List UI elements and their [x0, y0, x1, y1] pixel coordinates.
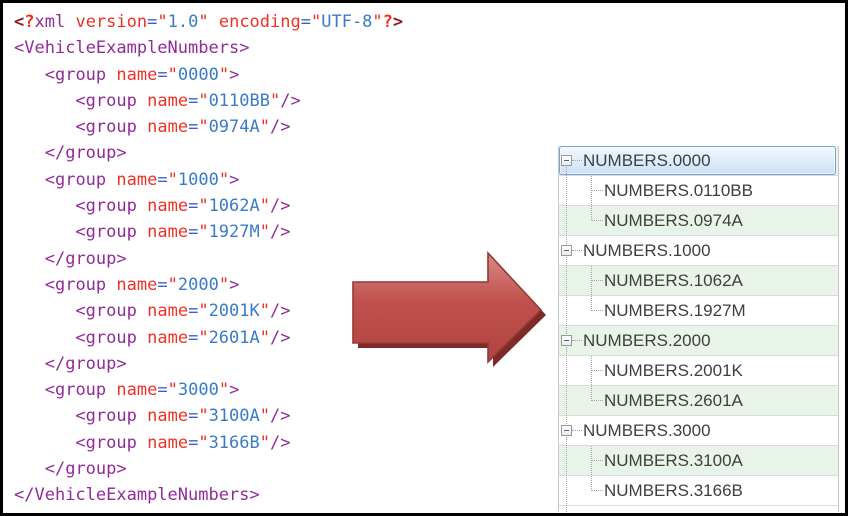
tree-node-label: NUMBERS.3100A	[604, 451, 743, 470]
tree-row[interactable]: NUMBERS.0974A	[559, 206, 838, 236]
selection-highlight	[559, 146, 836, 175]
code-line: <group name="3000">	[44, 380, 240, 401]
tree-connector-stub	[591, 400, 603, 401]
code-line: <VehicleExampleNumbers>	[14, 38, 250, 59]
tree-row[interactable]: NUMBERS.1927M	[559, 296, 838, 326]
tree-row[interactable]: NUMBERS.2000	[559, 326, 838, 356]
code-line: <group name="1062A"/>	[75, 196, 291, 217]
code-line: <group name="3166B"/>	[75, 432, 291, 453]
tree-node-label: NUMBERS.2001K	[604, 361, 743, 380]
tree-branch-line	[591, 446, 592, 491]
tree-node-label: NUMBERS.0974A	[604, 211, 743, 230]
tree-row[interactable]: NUMBERS.2601A	[559, 386, 838, 416]
tree-connector-stub	[572, 250, 582, 251]
tree-node-label: NUMBERS.0000	[583, 151, 711, 170]
minus-glyph	[564, 250, 569, 251]
tree-node-label: NUMBERS.1927M	[604, 301, 746, 320]
tree-branch-line	[591, 356, 592, 401]
tree-connector-stub	[591, 460, 603, 461]
xml-code-panel: <?xml version="1.0" encoding="UTF-8"?> <V…	[14, 9, 403, 509]
tree-connector-stub	[591, 310, 603, 311]
tree-row[interactable]: NUMBERS.1062A	[559, 266, 838, 296]
tree-row[interactable]: NUMBERS.1000	[559, 236, 838, 266]
code-line: <group name="2000">	[44, 274, 240, 295]
code-line: <group name="3100A"/>	[75, 406, 291, 427]
tree-row[interactable]: NUMBERS.3166B	[559, 476, 838, 506]
tree-node-label: NUMBERS.3166B	[604, 481, 743, 500]
minus-glyph	[564, 430, 569, 431]
code-line: </VehicleExampleNumbers>	[14, 485, 260, 506]
code-line: </group>	[44, 459, 127, 480]
tree-connector-stub	[572, 430, 582, 431]
code-line: </group>	[44, 143, 127, 164]
code-line: </group>	[44, 248, 127, 269]
code-line: <group name="1000">	[44, 169, 240, 190]
transform-arrow	[346, 246, 556, 376]
tree-connector-stub	[591, 280, 603, 281]
collapse-minus-icon[interactable]	[561, 335, 572, 346]
code-line: <group name="0110BB"/>	[75, 90, 301, 111]
tree-row[interactable]: NUMBERS.3000	[559, 416, 838, 446]
tree-connector-stub	[591, 490, 603, 491]
collapse-minus-icon[interactable]	[561, 155, 572, 166]
code-line: <group name="2001K"/>	[75, 301, 291, 322]
arrow-shape	[352, 250, 543, 364]
collapse-minus-icon[interactable]	[561, 425, 572, 436]
tree-connector-stub	[572, 160, 582, 161]
tree-row[interactable]: NUMBERS.2001K	[559, 356, 838, 386]
tree-node-label: NUMBERS.0110BB	[604, 181, 753, 200]
tree-connector-stub	[572, 340, 582, 341]
right-arrow-icon	[352, 250, 546, 367]
code-line: <group name="0000">	[44, 64, 240, 85]
tree-branch-line	[591, 266, 592, 311]
tree-row[interactable]: NUMBERS.0000	[559, 146, 838, 176]
tree-connector-stub	[591, 370, 603, 371]
minus-glyph	[564, 160, 569, 161]
tree-branch-line	[591, 176, 592, 221]
code-line: </group>	[44, 353, 127, 374]
tree-node-label: NUMBERS.1000	[583, 241, 711, 260]
tree-node-label: NUMBERS.2601A	[604, 391, 743, 410]
code-line: <group name="1927M"/>	[75, 222, 291, 243]
tree-connector-stub	[591, 220, 603, 221]
code-line: <?xml version="1.0" encoding="UTF-8"?>	[14, 12, 404, 32]
code-line: <group name="2601A"/>	[75, 327, 291, 348]
collapse-minus-icon[interactable]	[561, 245, 572, 256]
tree-row[interactable]: NUMBERS.3100A	[559, 446, 838, 476]
tree-connector-stub	[591, 190, 603, 191]
tree-node-label: NUMBERS.1062A	[604, 271, 743, 290]
code-line: <group name="0974A"/>	[75, 117, 291, 138]
tree-row[interactable]: NUMBERS.0110BB	[559, 176, 838, 206]
tree-node-label: NUMBERS.3000	[583, 421, 711, 440]
minus-glyph	[564, 340, 569, 341]
tree-node-label: NUMBERS.2000	[583, 331, 711, 350]
